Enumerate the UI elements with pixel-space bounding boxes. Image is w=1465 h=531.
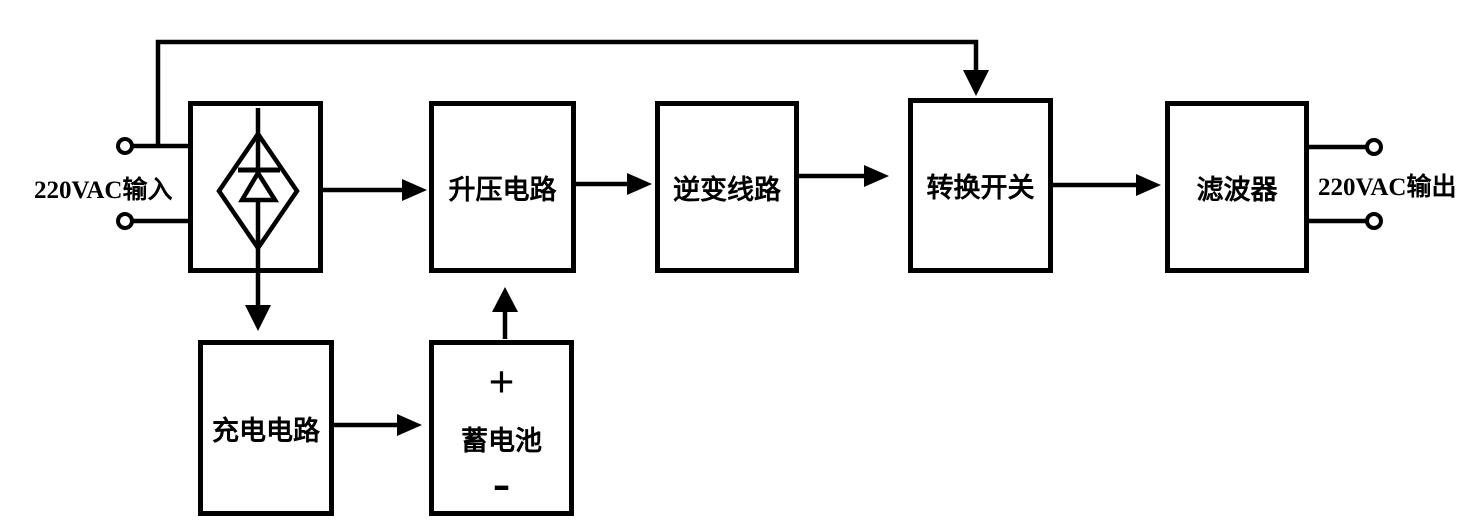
block-transfer-switch: 转换开关 — [908, 98, 1053, 273]
ac-input-label: 220VAC输入 — [34, 177, 173, 204]
output-terminal-bottom — [1365, 212, 1383, 230]
rectifier-to-charger-arrowhead — [245, 305, 271, 331]
block-boost-label: 升压电路 — [448, 174, 557, 205]
block-filter-label: 滤波器 — [1196, 174, 1278, 205]
block-inverter-circuit: 逆变线路 — [655, 101, 799, 273]
block-battery-label: 蓄电池 — [461, 425, 542, 456]
charger-to-battery-arrowhead — [397, 414, 422, 436]
block-rectifier — [188, 101, 323, 273]
block-battery: + 蓄电池 - — [429, 340, 574, 516]
block-charger-label: 充电电路 — [212, 415, 320, 446]
rectifier-to-boost-arrowhead — [402, 179, 427, 201]
switch-to-filter-arrowhead — [1136, 174, 1161, 196]
input-terminal-top — [116, 137, 134, 155]
ac-output-label: 220VAC输出 — [1318, 174, 1457, 201]
boost-to-inverter-arrowhead — [627, 173, 652, 195]
input-terminal-bottom — [116, 212, 134, 230]
block-inverter-label: 逆变线路 — [673, 174, 781, 205]
inverter-to-switch-arrowhead — [864, 165, 889, 187]
block-charger-circuit: 充电电路 — [198, 340, 334, 516]
block-filter: 滤波器 — [1165, 101, 1309, 273]
battery-positive-sign: + — [488, 355, 515, 407]
block-boost-circuit: 升压电路 — [429, 101, 576, 273]
battery-negative-sign: - — [492, 455, 511, 513]
block-transfer-switch-label: 转换开关 — [926, 173, 1035, 203]
battery-to-boost-arrowhead — [492, 287, 518, 312]
output-terminal-top — [1365, 138, 1383, 156]
bypass-arrowhead — [963, 70, 989, 96]
